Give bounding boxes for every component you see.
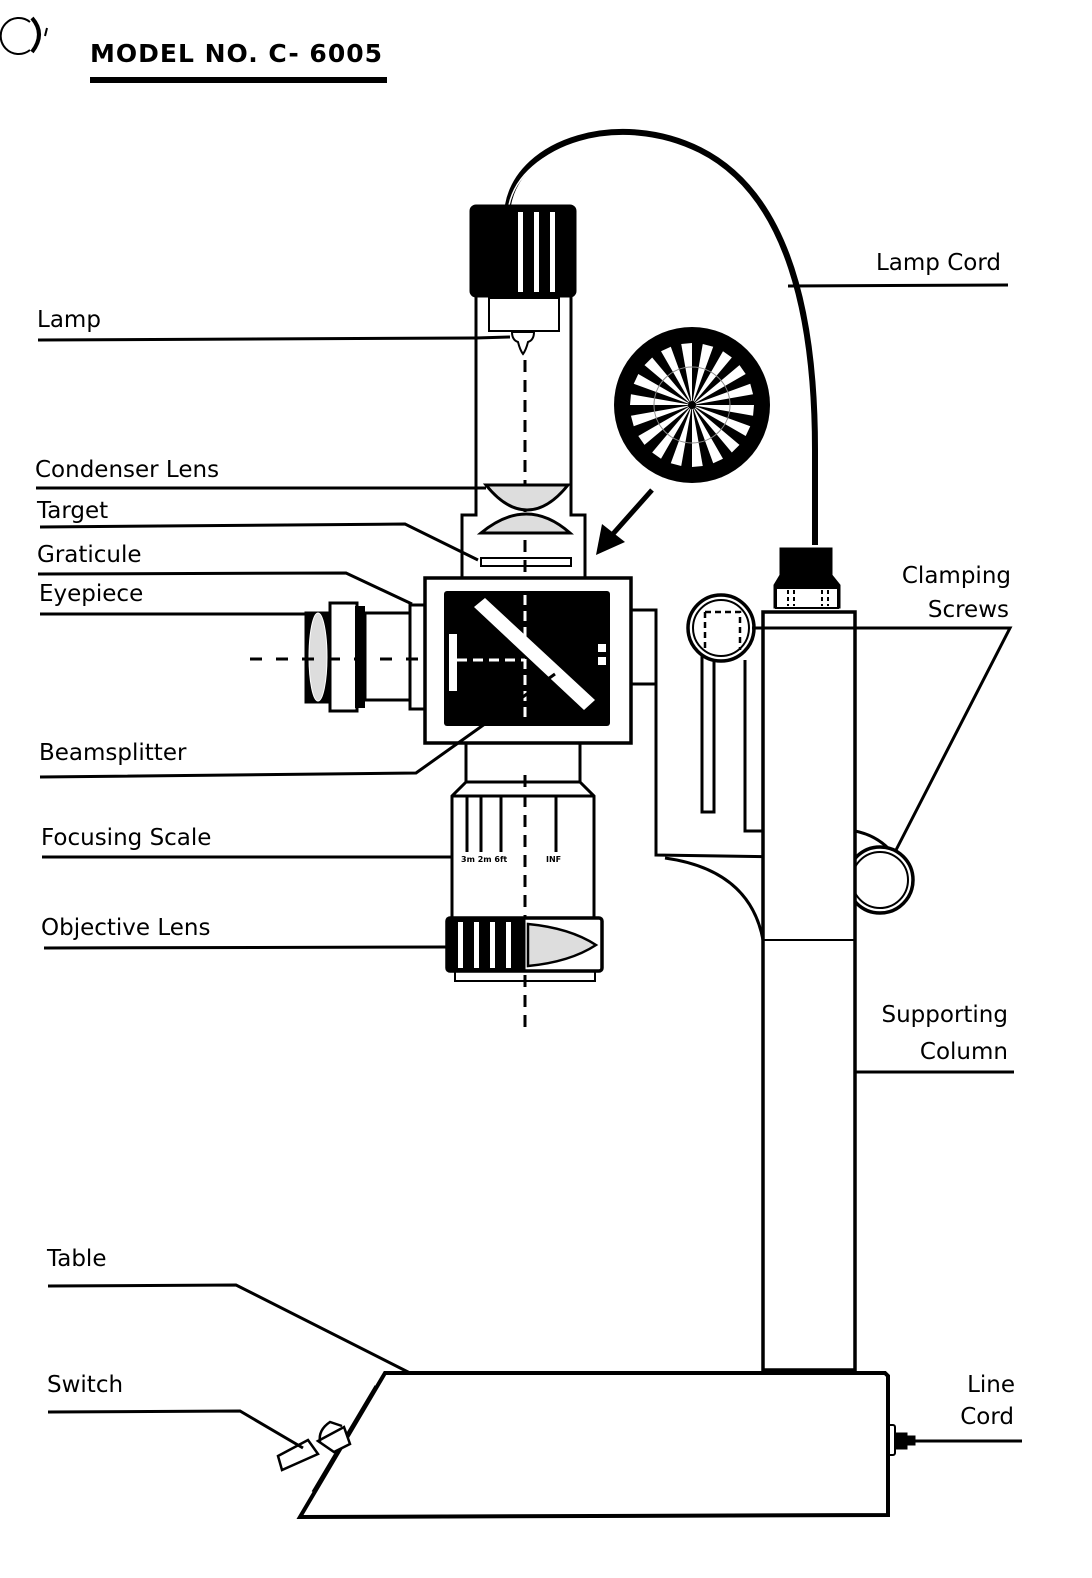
star-spoke — [630, 394, 692, 405]
star-spoke — [681, 343, 692, 405]
eyepiece — [250, 601, 427, 713]
label-table: Table — [46, 1246, 106, 1272]
target-slide — [480, 557, 572, 567]
base-table — [276, 1371, 916, 1520]
star-spoke — [692, 383, 754, 405]
leader-lines — [36, 283, 1022, 1450]
label-lamp-cord: Lamp Cord — [876, 250, 1001, 276]
label-switch: Switch — [47, 1372, 123, 1398]
label-target: Target — [36, 498, 108, 524]
star-spoke — [670, 405, 692, 467]
focus-scale-inf-mark: INF — [546, 855, 561, 864]
label-focusing-scale: Focusing Scale — [41, 825, 211, 851]
star-spoke — [652, 405, 692, 459]
label-line-cord-line1: Line — [967, 1372, 1015, 1398]
condenser-lens-lower — [476, 512, 574, 535]
star-center — [688, 401, 696, 409]
star-spoke — [638, 405, 692, 445]
condenser-section — [460, 483, 587, 578]
star-spoke — [692, 365, 746, 405]
star-spoke — [692, 405, 740, 453]
star-ring — [653, 366, 731, 444]
label-supporting-line2: Column — [920, 1039, 1008, 1065]
label-supporting-line1: Supporting — [882, 1002, 1009, 1028]
label-graticule: Graticule — [37, 542, 142, 568]
label-condenser-lens: Condenser Lens — [35, 457, 219, 483]
power-switch[interactable] — [276, 1420, 352, 1472]
clamping-screw-lower — [845, 845, 915, 915]
star-spoke — [692, 405, 723, 464]
star-spoke — [633, 374, 692, 405]
supporting-column — [761, 547, 857, 1372]
star-spoke — [644, 357, 692, 405]
star-spoke — [692, 351, 732, 405]
clamping-screw-upper — [686, 593, 756, 663]
condenser-lens-upper — [482, 483, 572, 512]
objective-lens — [526, 922, 599, 968]
focus-barrel: 3m 2m 6ft INF — [450, 743, 596, 920]
star-spoke — [630, 405, 692, 427]
label-lamp: Lamp — [37, 307, 101, 333]
label-clamping-line2: Screws — [928, 597, 1009, 623]
focus-scale-left-marks: 3m 2m 6ft — [461, 855, 507, 864]
target-pattern-star — [614, 327, 770, 483]
star-spoke — [692, 405, 754, 416]
line-cord-connector — [887, 1424, 916, 1456]
label-objective-lens: Objective Lens — [41, 915, 211, 941]
label-clamping-line1: Clamping — [902, 563, 1011, 589]
lamp-bulb — [510, 331, 536, 356]
model-title: MODEL NO. C- 6005 — [90, 39, 383, 68]
punch-hole-mark — [0, 16, 48, 55]
star-spoke — [692, 405, 751, 436]
beamsplitter-plate — [474, 598, 595, 710]
objective-lens-assembly — [445, 916, 604, 982]
label-eyepiece: Eyepiece — [39, 581, 143, 607]
star-spoke — [692, 343, 714, 405]
star-spoke — [692, 405, 703, 467]
label-line-cord-line2: Cord — [960, 1404, 1014, 1430]
lamp-housing — [469, 204, 577, 488]
target-arrow — [596, 488, 654, 555]
label-beamsplitter: Beamsplitter — [39, 740, 187, 766]
beamsplitter-cube — [423, 576, 658, 745]
eyepiece-lens — [308, 612, 328, 702]
lamp-cord — [505, 128, 818, 545]
star-spoke — [661, 346, 692, 405]
